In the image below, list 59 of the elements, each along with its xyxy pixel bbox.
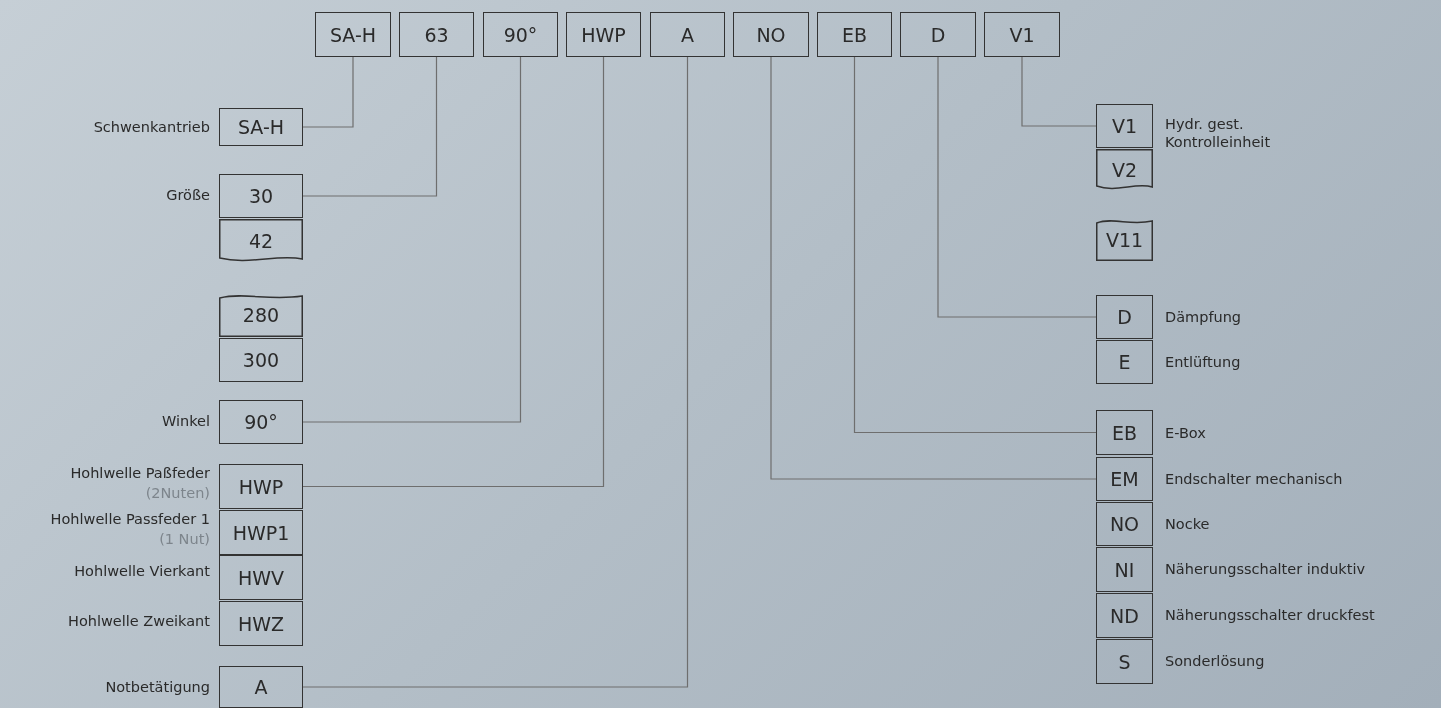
option-description: Größe xyxy=(166,186,210,204)
option-description: Hohlwelle Paßfeder xyxy=(70,464,210,482)
code-box: HWP xyxy=(219,464,303,509)
option-description: Nocke xyxy=(1165,515,1210,533)
code-box: 280 xyxy=(219,293,303,337)
option-description: Näherungsschalter induktiv xyxy=(1165,560,1366,578)
code-box: NO xyxy=(1096,502,1153,546)
code-box: A xyxy=(650,12,725,57)
connector-line xyxy=(302,56,522,423)
code-box: V1 xyxy=(1096,104,1153,148)
code-box: V1 xyxy=(984,12,1060,57)
option-description: Schwenkantrieb xyxy=(93,118,210,136)
code-box: 30 xyxy=(219,174,303,218)
code-box: HWZ xyxy=(219,601,303,646)
option-description: Hohlwelle Vierkant xyxy=(74,562,210,580)
connector-line xyxy=(853,56,1097,434)
option-description: Dämpfung xyxy=(1165,308,1242,326)
connector-line xyxy=(302,56,605,488)
connector-line xyxy=(770,56,1097,480)
option-description: Endschalter mechanisch xyxy=(1165,470,1343,488)
code-box: EB xyxy=(1096,410,1153,455)
option-description: Sonderlösung xyxy=(1165,652,1265,670)
option-description: Hydr. gest. Kontrolleinheit xyxy=(1165,115,1272,151)
code-box: D xyxy=(900,12,976,57)
code-box: S xyxy=(1096,639,1153,684)
code-box: EB xyxy=(817,12,892,57)
code-box: E xyxy=(1096,340,1153,384)
code-box: NI xyxy=(1096,547,1153,592)
connector-line xyxy=(302,56,354,128)
code-box: 42 xyxy=(219,219,303,263)
option-description: Näherungsschalter druckfest xyxy=(1165,606,1375,624)
code-box: SA-H xyxy=(219,108,303,146)
code-box: ND xyxy=(1096,593,1153,638)
code-box: 63 xyxy=(399,12,474,57)
connector-line xyxy=(302,56,438,197)
option-description: Entlüftung xyxy=(1165,353,1241,371)
code-box: 300 xyxy=(219,338,303,382)
option-note: (2Nuten) xyxy=(145,484,210,502)
code-box: A xyxy=(219,666,303,708)
code-box: NO xyxy=(733,12,809,57)
code-box: EM xyxy=(1096,457,1153,501)
code-box: D xyxy=(1096,295,1153,339)
code-box: HWV xyxy=(219,555,303,600)
code-box: V2 xyxy=(1096,149,1153,191)
connector-line xyxy=(937,56,1097,318)
code-box: HWP1 xyxy=(219,510,303,555)
option-description: Notbetätigung xyxy=(105,678,210,696)
code-box: V11 xyxy=(1096,218,1153,261)
option-note: (1 Nut) xyxy=(159,530,210,548)
option-description: Hohlwelle Passfeder 1 xyxy=(50,510,210,528)
option-description: Hohlwelle Zweikant xyxy=(68,612,210,630)
connector-line xyxy=(302,56,689,688)
code-box: 90° xyxy=(483,12,558,57)
code-box: HWP xyxy=(566,12,641,57)
code-box: SA-H xyxy=(315,12,391,57)
connector-line xyxy=(1021,56,1097,127)
option-description: E-Box xyxy=(1165,424,1206,442)
option-description: Winkel xyxy=(161,412,210,430)
code-box: 90° xyxy=(219,400,303,444)
